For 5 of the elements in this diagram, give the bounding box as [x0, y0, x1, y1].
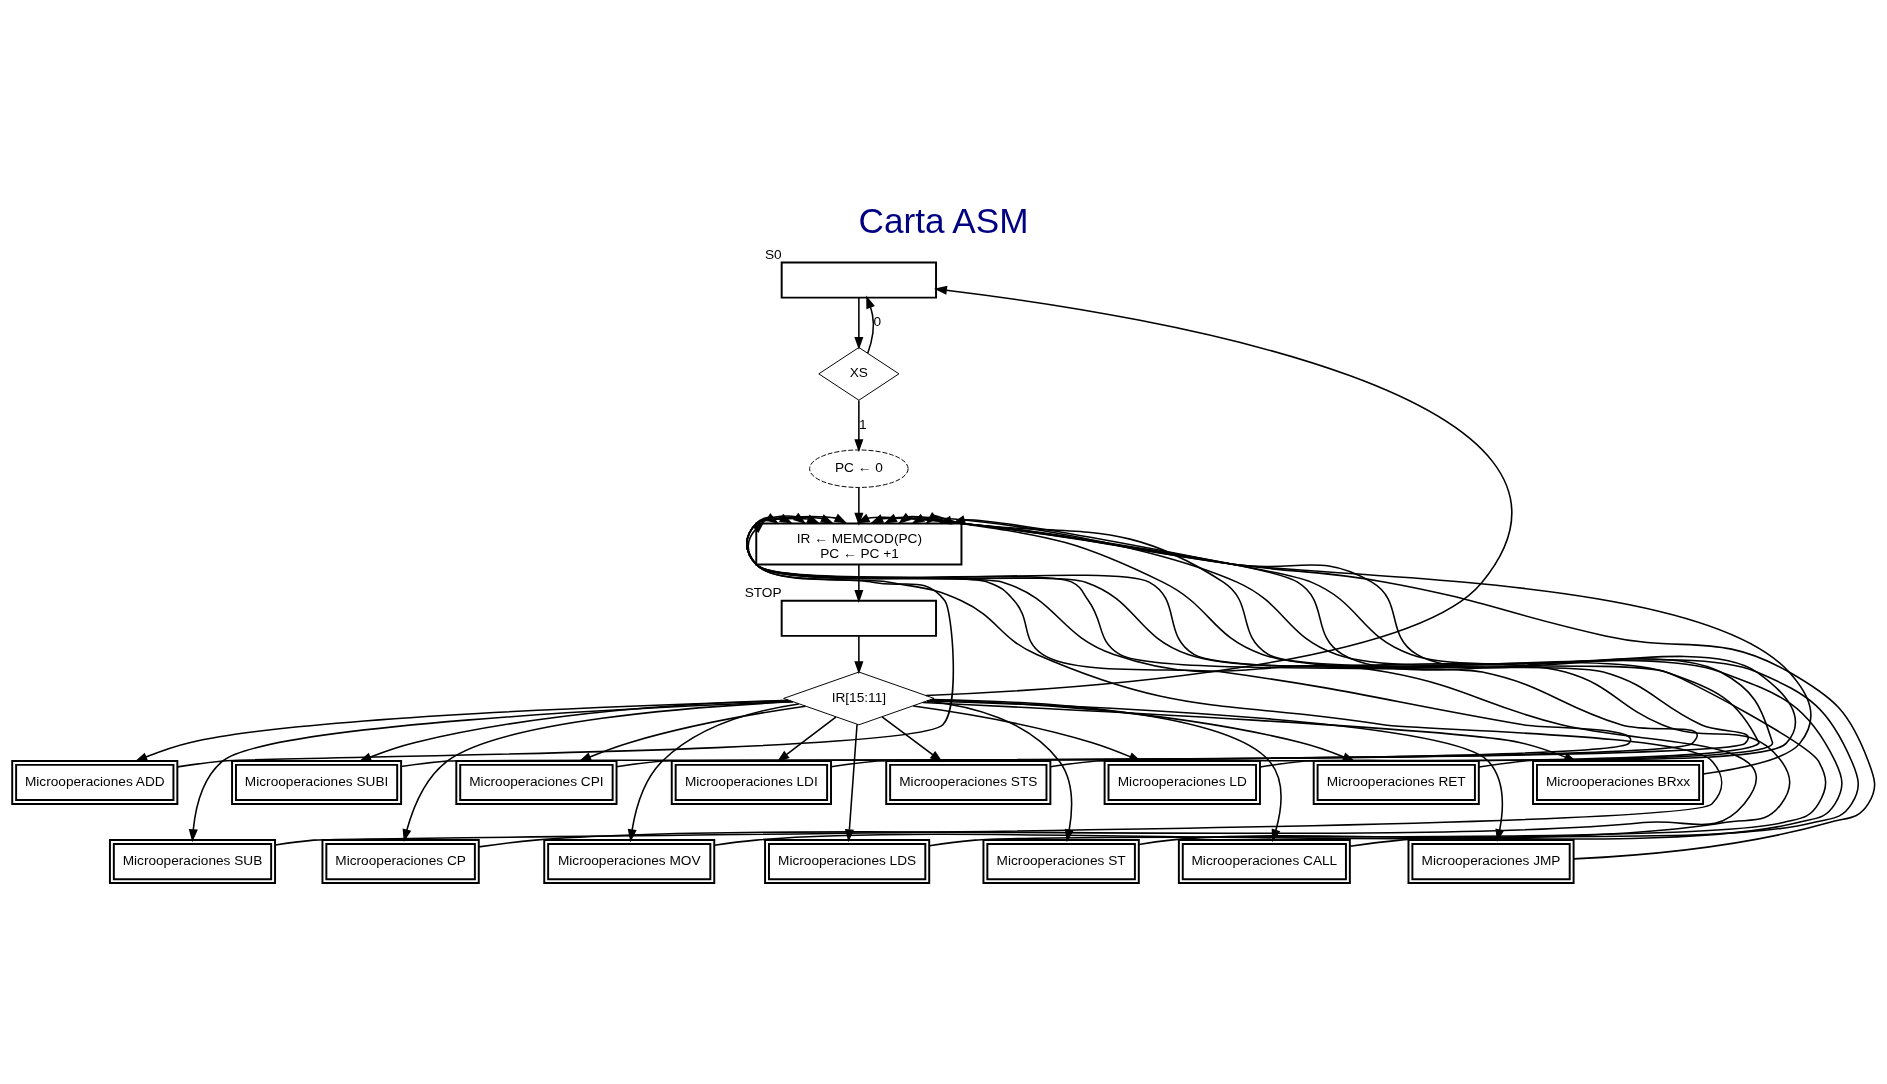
node-label: S0: [765, 246, 782, 262]
node-label: STOP: [744, 585, 782, 600]
edge-label: 1: [858, 416, 867, 432]
diagram-title: Carta ASM: [858, 200, 1029, 240]
edge-label: 0: [873, 314, 882, 330]
